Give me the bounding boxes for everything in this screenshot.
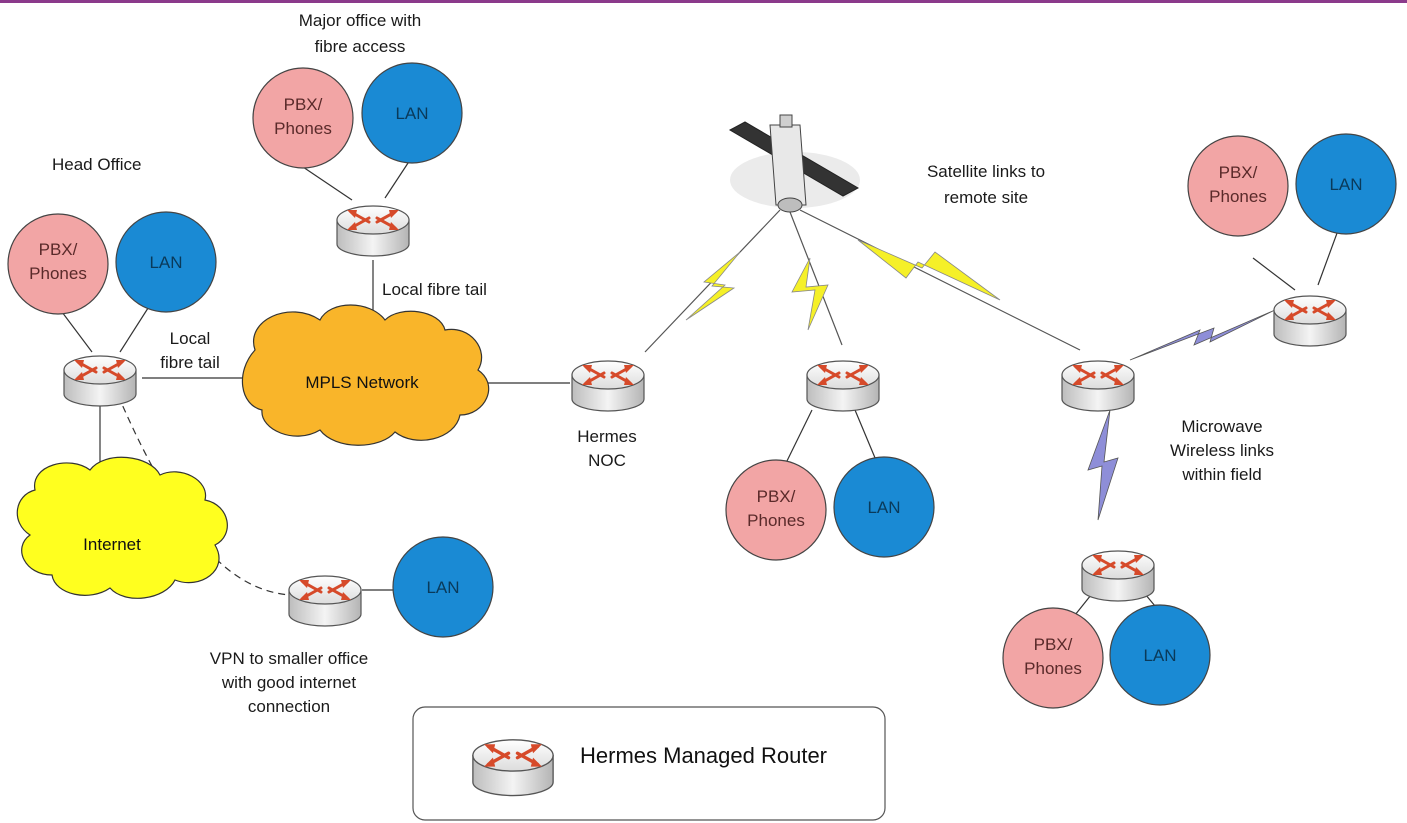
router-field-hub (1060, 359, 1136, 413)
vpn-label-2: with good internet (221, 673, 356, 692)
c-lan (833, 456, 935, 558)
link-c-lan (854, 409, 879, 466)
mo-pbx-l1: PBX/ (284, 95, 323, 114)
microwave-bolt-1 (1129, 309, 1276, 361)
link-rt-pbx (1252, 257, 1296, 291)
br-lan (1109, 604, 1211, 706)
noc-label-2: NOC (588, 451, 626, 470)
link-c-pbx (784, 409, 813, 466)
router-icon (471, 738, 555, 798)
center-remote-nodes: PBX/ Phones LAN (725, 456, 935, 561)
beam-field (799, 209, 1081, 351)
router-head-office (62, 354, 138, 408)
ho-pbx-l2: Phones (29, 264, 87, 283)
right-top-remote-nodes: PBX/ Phones LAN (1187, 133, 1397, 237)
link-ho-pbx (61, 311, 93, 353)
link-mo-pbx (299, 164, 353, 201)
c-lan-label: LAN (867, 498, 900, 517)
rt-lan-label: LAN (1329, 175, 1362, 194)
ho-pbx (7, 213, 109, 315)
rt-lan (1295, 133, 1397, 235)
mo-pbx (252, 67, 354, 169)
br-lan-label: LAN (1143, 646, 1176, 665)
noc-label-1: Hermes (577, 427, 637, 446)
vpn-label-1: VPN to smaller office (210, 649, 368, 668)
rt-pbx-l2: Phones (1209, 187, 1267, 206)
router-hermes-noc (570, 359, 646, 413)
c-pbx-l1: PBX/ (757, 487, 796, 506)
satellite-label-2: remote site (944, 188, 1028, 207)
router-major-office (335, 204, 411, 258)
mo-pbx-l2: Phones (274, 119, 332, 138)
legend: Hermes Managed Router (412, 706, 886, 821)
br-pbx-l2: Phones (1024, 659, 1082, 678)
ho-pbx-l1: PBX/ (39, 240, 78, 259)
satellite-links (685, 239, 1001, 331)
satellite-icon (728, 114, 860, 213)
router-center-remote (805, 359, 881, 413)
microwave-label-3: within field (1181, 465, 1261, 484)
ho-lan (115, 211, 217, 313)
br-pbx (1002, 607, 1104, 709)
mpls-cloud (241, 304, 490, 446)
satellite-bolt-3 (857, 239, 1001, 301)
mo-lan (361, 62, 463, 164)
internet-label: Internet (83, 535, 141, 554)
link-ho-lan (119, 304, 151, 353)
satellite-bolt-1 (685, 251, 741, 321)
mo-lan-label: LAN (395, 104, 428, 123)
major-office-label-2: fibre access (315, 37, 406, 56)
head-office-nodes: PBX/ Phones LAN (7, 211, 217, 315)
major-office-label-1: Major office with (299, 11, 422, 30)
vpn-lan (392, 536, 494, 638)
link-rt-lan (1317, 224, 1341, 286)
rt-pbx (1187, 135, 1289, 237)
c-pbx (725, 459, 827, 561)
bottom-right-remote-nodes: PBX/ Phones LAN (1002, 604, 1211, 709)
ho-lan-label: LAN (149, 253, 182, 272)
microwave-bolt-2 (1087, 409, 1119, 521)
router-vpn-office (287, 574, 363, 628)
rt-pbx-l1: PBX/ (1219, 163, 1258, 182)
satellite-label-1: Satellite links to (927, 162, 1045, 181)
fibre-tail-left-label-2: fibre tail (160, 353, 220, 372)
legend-label: Hermes Managed Router (580, 743, 827, 768)
vpn-label-3: connection (248, 697, 330, 716)
router-right-top (1272, 294, 1348, 348)
microwave-label-1: Microwave (1181, 417, 1262, 436)
head-office-label: Head Office (52, 155, 141, 174)
satellite-bolt-2 (791, 257, 829, 331)
link-mo-lan (384, 159, 411, 199)
microwave-links (1087, 309, 1276, 521)
major-office-nodes: PBX/ Phones LAN (252, 62, 463, 169)
router-bottom-right (1080, 549, 1156, 603)
beam-center (789, 211, 843, 346)
c-pbx-l2: Phones (747, 511, 805, 530)
fibre-tail-top-label: Local fibre tail (382, 280, 487, 299)
mpls-label: MPLS Network (305, 373, 419, 392)
br-pbx-l1: PBX/ (1034, 635, 1073, 654)
fibre-tail-left-label-1: Local (170, 329, 211, 348)
top-border (0, 0, 1407, 3)
microwave-label-2: Wireless links (1170, 441, 1274, 460)
internet-cloud (16, 456, 228, 599)
vpn-office-nodes: LAN (392, 536, 494, 638)
wired-links (61, 159, 1341, 616)
vpn-lan-label: LAN (426, 578, 459, 597)
